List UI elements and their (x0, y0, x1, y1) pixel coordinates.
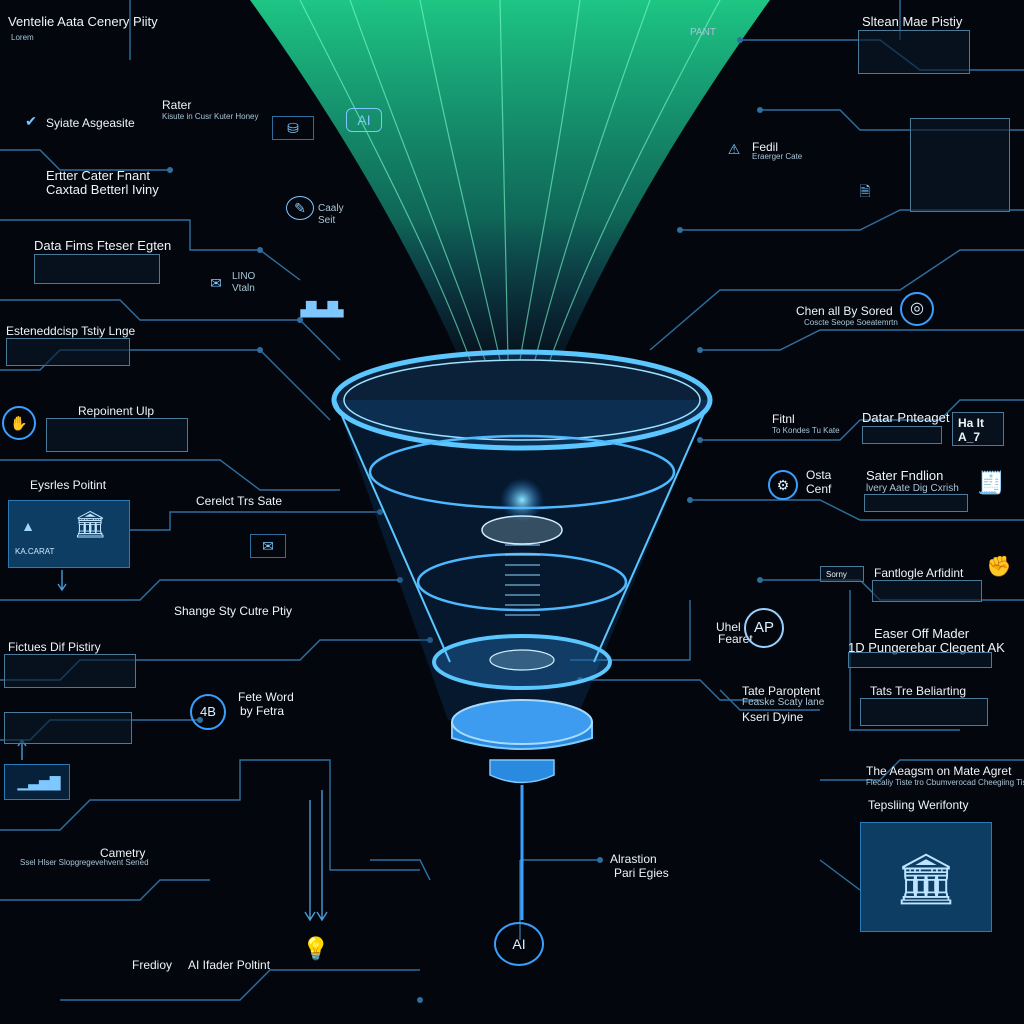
ai-node: AI (494, 922, 544, 966)
label-datar: Datar Pnteaget (862, 410, 950, 425)
repoinent-box (46, 418, 188, 452)
warning-icon: ▲ (21, 518, 35, 534)
top-label-lino: LINO (232, 271, 256, 282)
label-chen-sub: Coscte Seope Soeatemrtn (804, 318, 898, 327)
badge-ap: AP (744, 608, 784, 648)
label-shange: Shange Sty Cutre Ptiy (174, 604, 293, 618)
label-fearet: Fearet (718, 632, 753, 646)
label-uhel: Uhel (716, 620, 741, 634)
label-alrastion: Alrastion (610, 852, 657, 866)
label-alrastion-sub: Pari Egies (614, 866, 669, 880)
label-cerelct: Cerelct Trs Sate (196, 494, 283, 508)
hand-icon: ✋ (2, 406, 36, 440)
invoice-icon: 🧾 (977, 470, 1005, 495)
bulb-icon: 💡 (302, 936, 330, 961)
label-rater-sub: Kisute in Cusr Kuter Honey (162, 112, 259, 121)
label-easer: Easer Off Mader (874, 626, 970, 641)
label-data-fims: Data Fims Fteser Egten (34, 238, 172, 253)
label-cametry: Cametry (100, 846, 146, 860)
label-fedil: Fedil (752, 140, 779, 154)
label-caxtad: Caxtad Betterl Iviny (46, 182, 159, 197)
data-chip-icon: Ha It A_7 (952, 412, 1004, 446)
funnel-graphic (331, 349, 713, 920)
ai-chip-icon: AI (346, 108, 382, 132)
sltean-box (858, 30, 970, 74)
pen-icon: ✎ (286, 196, 314, 220)
label-fitnl: Fitnl (772, 412, 795, 426)
chat-icon: ✉ (250, 534, 286, 558)
top-label-pant: PANT (690, 27, 716, 38)
label-fictues: Fictues Dif Pistiry (8, 640, 101, 654)
label-tats-tre: Tats Tre Beliarting (870, 684, 967, 698)
label-pungerebar: 1D Pungerebar Clegent AK (848, 640, 1005, 655)
label-fete-word: Fete Word (238, 690, 294, 704)
check-icon: ✔ (25, 113, 37, 129)
label-ertter: Ertter Cater Fnant (46, 168, 151, 183)
label-fitnl-sub: To Kondes Tu Kate (772, 426, 840, 435)
label-eysrles: Eysrles Poitint (30, 478, 107, 492)
globe-icon: ◎ (900, 292, 934, 326)
label-osta: Osta (806, 468, 832, 482)
warning-icon: ⚠ (727, 141, 741, 157)
label-sater: Sater Fndlion (866, 468, 944, 483)
hand-money-icon: ✊ (986, 556, 1012, 578)
banner-caption: KA.CARAT (15, 547, 55, 556)
label-estened: Esteneddcisp Tstiy Lnge (6, 324, 136, 338)
top-label-seit: Seit (318, 215, 336, 226)
city-chart-icon: ▟▙▟▙ (300, 301, 344, 317)
label-fantlogle: Fantlogle Arfidint (874, 566, 964, 580)
badge-4b: 4B (190, 694, 226, 730)
label-top-left: Ventelie Aata Cenery Piity (8, 14, 158, 29)
top-left-text-box: Lorem (6, 30, 158, 74)
label-chen-all: Chen all By Sored (796, 304, 893, 318)
label-osta-sub: Cenf (806, 482, 832, 496)
building-banner: ▲ 🏛 KA.CARAT (8, 500, 130, 568)
chart-icon: ▁▃▅▇ (17, 774, 61, 790)
label-tate-sub2: Kseri Dyine (742, 710, 804, 724)
datar-box (862, 426, 942, 444)
label-tate: Tate Paroptent (742, 684, 821, 698)
label-fredioy: Fredioy (132, 958, 173, 972)
repeat-text: Lorem (11, 33, 34, 42)
building-icon: 🏛 (894, 851, 958, 907)
data-fims-box (34, 254, 160, 284)
mail-icon: ✉ (210, 275, 222, 291)
sorny-tag: Sorny (820, 566, 864, 582)
label-syiate: Syiate Asgeasite (46, 116, 135, 130)
tats-box (860, 698, 988, 726)
label-sltean: Sltean Mae Pistiy (862, 14, 963, 29)
document-icon: 🗎 (859, 183, 871, 199)
label-fedil-sub: Eraerger Cate (752, 152, 803, 161)
label-sater-sub: lvery Aate Dig Cxrish (866, 483, 959, 494)
fictues-box-2 (4, 712, 132, 744)
gear-icon: ⚙ (768, 470, 798, 500)
label-rater: Rater (162, 98, 192, 112)
ai-chip-text: AI (357, 112, 371, 128)
label-aeagsm-sub: Flecaliy Tiste tro Cbumverocad Cheegiing… (866, 778, 1024, 787)
label-aeagsm: The Aeagsm on Mate Agret (866, 764, 1012, 778)
easer-box (848, 652, 992, 668)
top-label-vtaln: Vtaln (232, 283, 255, 294)
building-icon: 🏛 (73, 509, 107, 539)
label-fete-sub: by Fetra (240, 704, 285, 718)
chart-widget: ▁▃▅▇ (4, 764, 70, 800)
data-stream-beam (250, 0, 770, 360)
sater-box (864, 494, 968, 512)
fantlogle-box (872, 580, 982, 602)
top-label-caaly: Caaly (318, 203, 344, 214)
database-icon: ⛁ (272, 116, 314, 140)
fictues-box (4, 654, 136, 688)
building-panel: 🏛 (860, 822, 992, 932)
label-cametry-sub: Ssel Hlser Slopgregevehvent Sened (20, 858, 149, 867)
label-ai-ifader: AI Ifader Poltint (188, 958, 271, 972)
right-text-block (910, 118, 1010, 212)
label-repoinent: Repoinent Ulp (78, 404, 155, 418)
label-tepsliing: Tepsliing Werifonty (868, 798, 969, 812)
estened-box (6, 338, 130, 366)
label-tate-sub: Feaske Scaty lane (742, 697, 825, 708)
